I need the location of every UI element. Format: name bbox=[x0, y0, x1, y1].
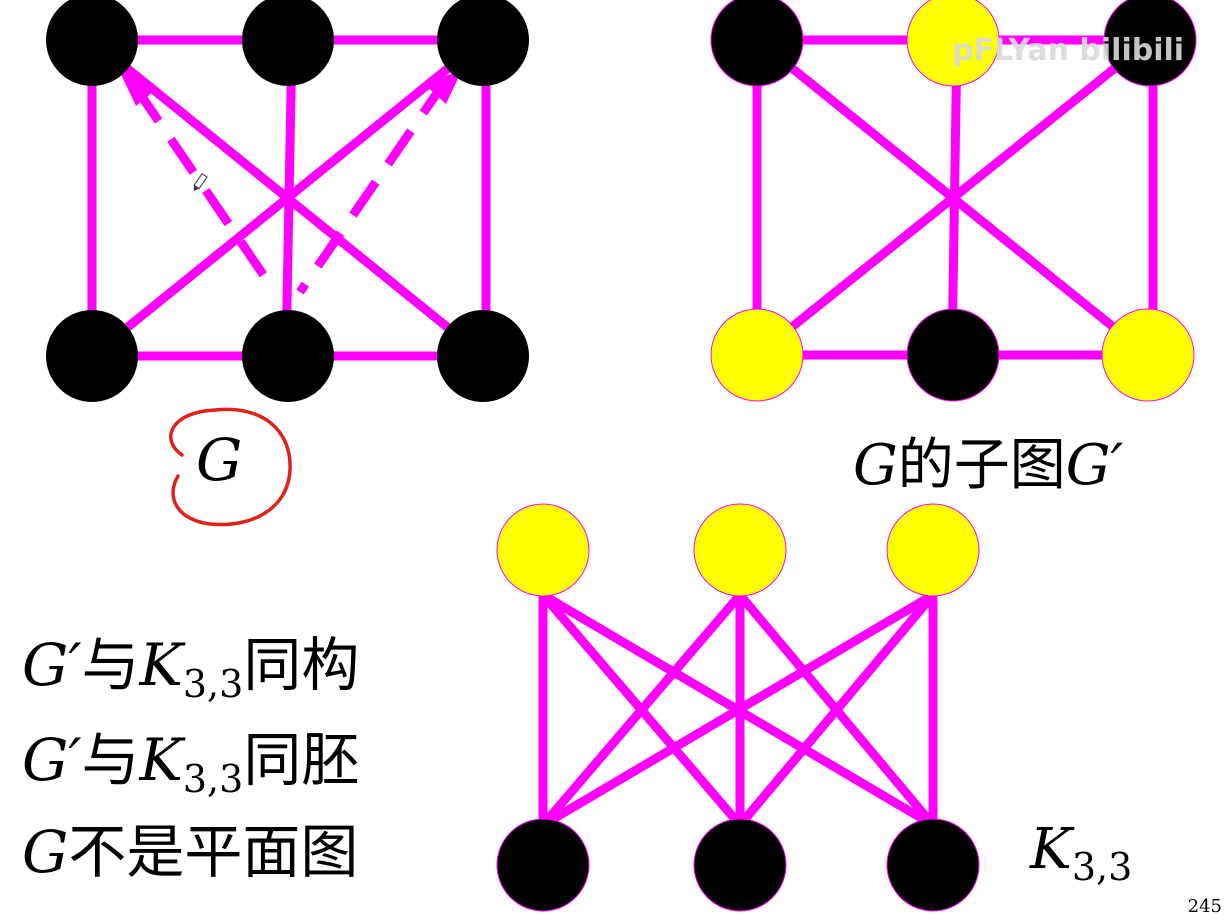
pen-cursor-icon bbox=[193, 173, 208, 192]
graph-k33: K3,3 bbox=[496, 503, 1132, 912]
k33-vertex-black bbox=[693, 818, 787, 912]
gp-vertex-yellow bbox=[1101, 308, 1195, 402]
gp-vertex-yellow bbox=[906, 0, 1000, 87]
statement-prefix: G′ bbox=[22, 726, 82, 794]
statement-isomorphic: G′与K3,3同构 bbox=[22, 631, 359, 706]
k33-vertex-yellow bbox=[693, 503, 787, 597]
page-number: 245 bbox=[1188, 896, 1222, 917]
graph-k33-vertices bbox=[496, 503, 980, 912]
g-dashed-edge-left bbox=[132, 85, 279, 295]
statement-suffix: 同胚 bbox=[243, 726, 359, 794]
graph-g-prime-edges bbox=[752, 35, 1158, 360]
k33-label-k: K bbox=[1029, 817, 1075, 882]
k33-edge bbox=[539, 592, 744, 828]
statement-mid: 不是平面图 bbox=[68, 818, 358, 886]
k33-vertex-black bbox=[886, 818, 980, 912]
statement-subscript: 3,3 bbox=[183, 662, 243, 706]
statement-mid: 与 bbox=[82, 726, 140, 794]
gp-vertex-black bbox=[710, 0, 804, 87]
k33-label-subscript: 3,3 bbox=[1072, 845, 1132, 889]
statement-suffix: 同构 bbox=[243, 631, 359, 699]
g-dashed-edge-right bbox=[296, 77, 450, 295]
statement-k: K bbox=[139, 631, 187, 699]
k33-vertex-yellow bbox=[496, 503, 590, 597]
gp-vertex-black bbox=[906, 308, 1000, 402]
caption-g-prime: G′ bbox=[1066, 433, 1124, 498]
statement-homeomorphic: G′与K3,3同胚 bbox=[22, 726, 359, 801]
graph-g-dashed-edges bbox=[132, 77, 450, 295]
graph-g-prime: pFLYan bilibili G的子图G′ bbox=[710, 0, 1197, 498]
statement-prefix: G bbox=[22, 818, 68, 886]
k33-vertex-black bbox=[496, 818, 590, 912]
graph-k33-edges bbox=[538, 591, 938, 829]
statement-subscript: 3,3 bbox=[183, 757, 243, 801]
k33-edge bbox=[736, 592, 937, 828]
g-vertex bbox=[437, 0, 529, 86]
g-vertex bbox=[46, 0, 138, 86]
statement-k: K bbox=[139, 726, 187, 794]
graph-g-arrowheads bbox=[118, 68, 462, 106]
g-arrowhead-left bbox=[118, 68, 158, 106]
gp-vertex-black bbox=[1103, 0, 1197, 87]
graph-g-prime-caption: G的子图G′ bbox=[853, 433, 1123, 498]
gp-edge-diag-2 bbox=[754, 36, 1153, 359]
statement-not-planar: G不是平面图 bbox=[22, 818, 358, 886]
red-annotation-circle bbox=[169, 407, 292, 527]
graph-k33-label: K3,3 bbox=[1029, 817, 1132, 889]
g-vertex bbox=[242, 310, 334, 402]
gp-vertex-yellow bbox=[710, 308, 804, 402]
k33-edge bbox=[540, 591, 936, 829]
statement-mid: 与 bbox=[82, 631, 140, 699]
graph-g-prime-vertices bbox=[710, 0, 1197, 402]
graph-g-vertices bbox=[46, 0, 529, 402]
statement-prefix: G′ bbox=[22, 631, 82, 699]
g-edge-diag-topright-bottomleft bbox=[89, 36, 486, 360]
graph-g: G bbox=[46, 0, 529, 527]
g-vertex bbox=[437, 310, 529, 402]
bilibili-watermark: pFLYan bilibili bbox=[952, 33, 1184, 68]
caption-g: G bbox=[853, 433, 898, 498]
k33-vertex-yellow bbox=[886, 503, 980, 597]
graph-g-label: G bbox=[196, 426, 242, 494]
caption-text: 的子图 bbox=[898, 433, 1066, 498]
g-vertex bbox=[242, 0, 334, 86]
g-vertex bbox=[46, 310, 138, 402]
g-arrowhead-right bbox=[424, 70, 462, 104]
statements: G′与K3,3同构 G′与K3,3同胚 G不是平面图 bbox=[22, 631, 359, 886]
